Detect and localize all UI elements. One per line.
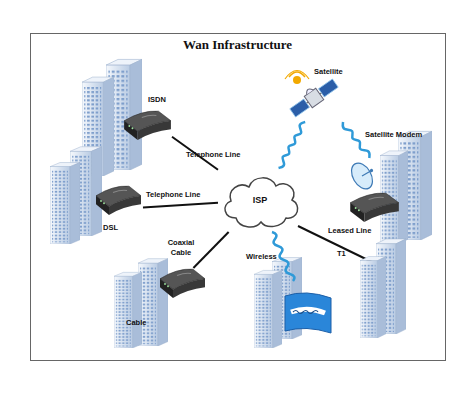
diagram-frame [31,34,446,361]
dsl-building [50,147,141,244]
satellite-dish [347,158,380,193]
satellite-modem-site: Satellite Modem [345,158,440,222]
satellite-link [279,122,306,168]
dsl-site: DSL [93,183,143,235]
satellite-node: Satellite [288,64,356,122]
line-label: Coaxial Cable [161,238,201,258]
node-label: DSL [103,223,118,232]
wireless-device [285,293,331,333]
wireless-band [291,309,325,313]
diagram-title: Wan Infrastructure [30,37,445,53]
line-label: Wireless [246,252,277,261]
isp-cloud: ISP [218,168,302,232]
line-label: T1 [337,249,346,258]
node-label: Satellite [314,67,343,76]
satellite-icon [285,71,339,119]
cable-building [114,259,205,348]
satellite-link [343,122,370,158]
leased-line [298,226,372,262]
leased-line-building [298,226,406,338]
cable-site: Cable [118,268,208,330]
node-label: Satellite Modem [365,130,422,139]
isdn-site: ISDN [120,94,172,142]
building [138,259,168,346]
line-label: Telephone Line [186,150,240,160]
wireless-wave [293,311,318,314]
building [114,272,142,348]
modem-device [160,269,205,298]
line-label: Telephone Line [146,190,200,200]
wired-link [193,232,228,268]
line-label: Leased Line [328,226,371,235]
building [360,257,386,338]
node-label: ISDN [148,95,166,104]
building [254,270,282,348]
wired-link [143,203,218,208]
building [50,163,80,244]
modem-device [96,186,141,215]
node-label: Cable [126,318,146,327]
modem-device [350,193,399,222]
modem-device [124,111,171,140]
wireless-building [254,232,331,348]
node-label: ISP [218,195,302,206]
